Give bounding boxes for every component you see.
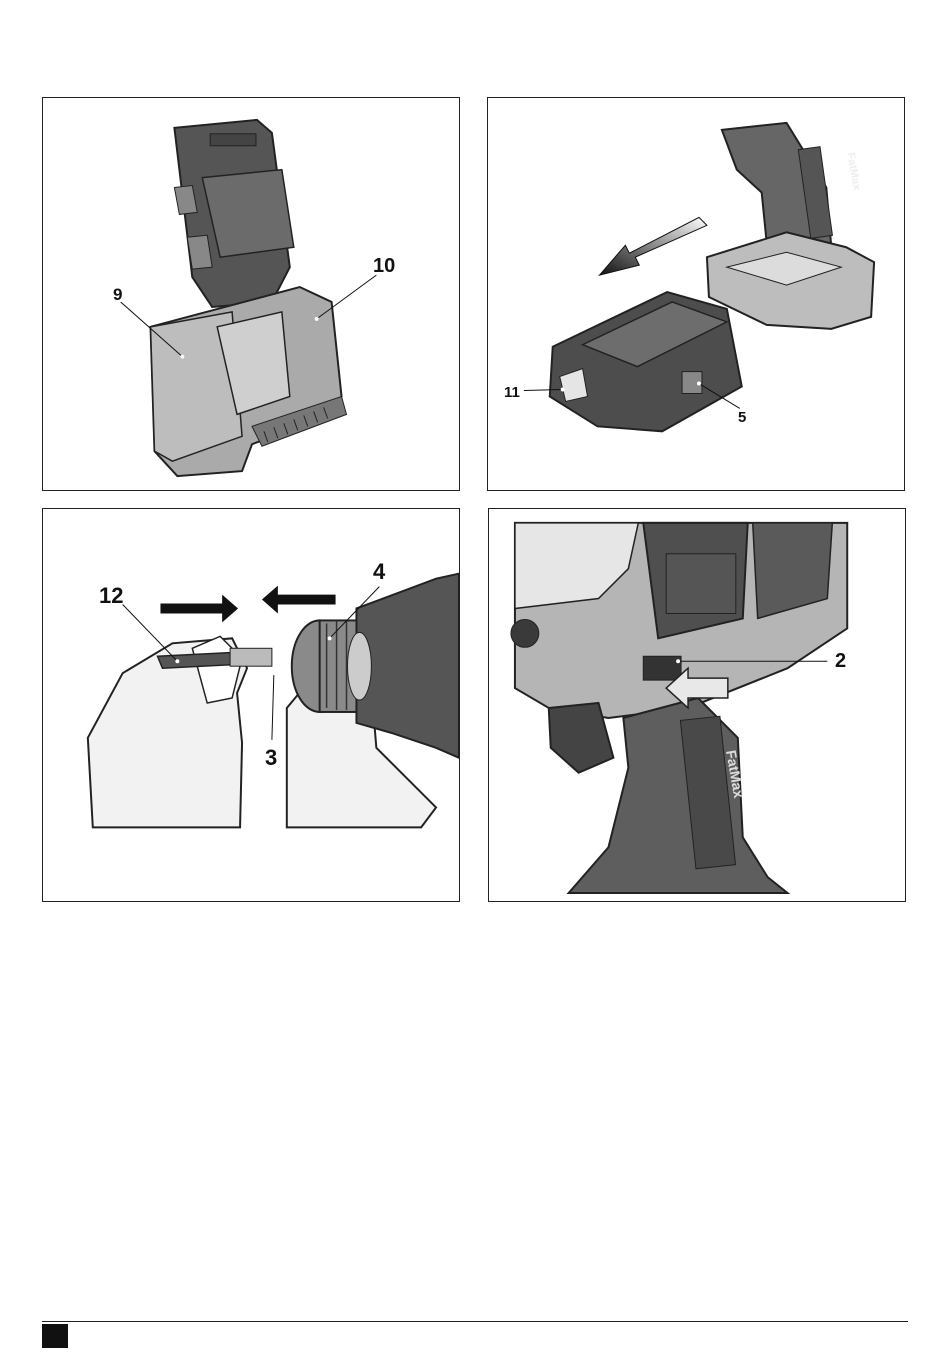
page-marker — [42, 1324, 68, 1348]
callout-3: 3 — [265, 747, 277, 769]
callout-11: 11 — [504, 385, 520, 400]
callout-5: 5 — [738, 410, 746, 425]
figure-battery-removal: FatMax 11 5 — [487, 97, 905, 491]
bit-insertion-illustration — [43, 509, 459, 901]
figure-bit-insertion: 12 4 3 — [42, 508, 460, 902]
callout-2: 2 — [835, 651, 846, 671]
callout-4: 4 — [373, 561, 385, 583]
direction-switch-illustration — [489, 509, 905, 901]
callout-10: 10 — [373, 256, 395, 276]
footer-rule — [42, 1321, 908, 1322]
callout-12: 12 — [99, 585, 123, 607]
charger-battery-illustration — [43, 98, 459, 490]
battery-removal-illustration — [488, 98, 904, 490]
figure-charger-battery: 9 10 — [42, 97, 460, 491]
callout-9: 9 — [113, 286, 122, 303]
figure-direction-switch: FatMax 2 — [488, 508, 906, 902]
